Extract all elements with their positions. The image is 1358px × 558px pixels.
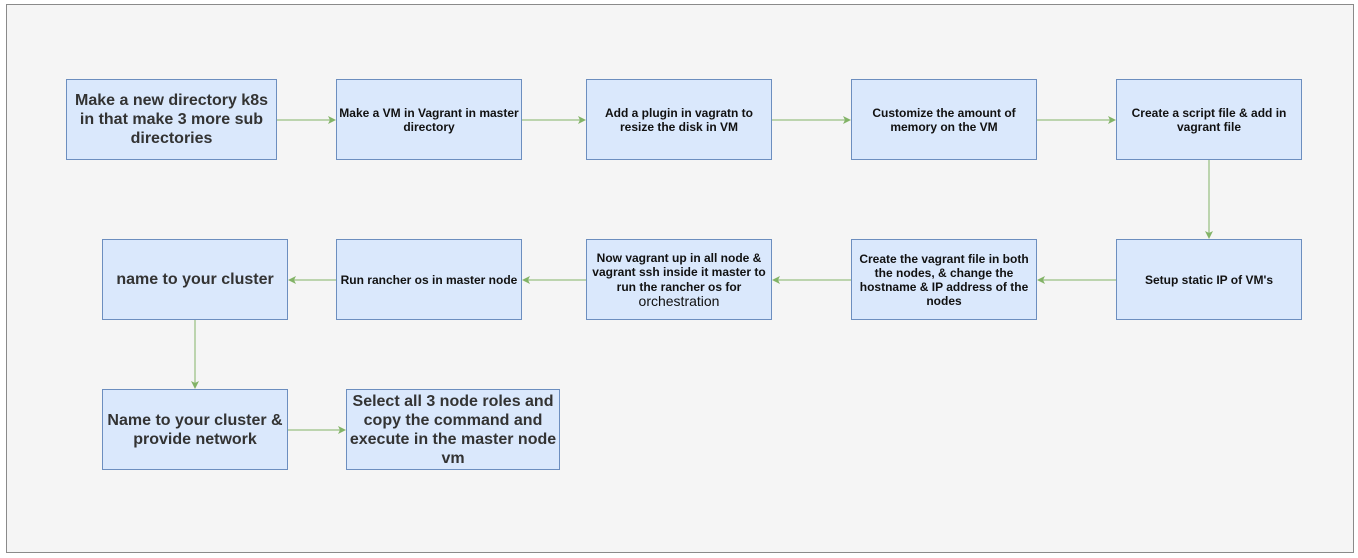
node-select-node-roles[interactable]: Select all 3 node roles and copy the com… (346, 389, 560, 470)
node-create-script-file[interactable]: Create a script file & add in vagrant fi… (1116, 79, 1302, 160)
node-run-rancher-os[interactable]: Run rancher os in master node (336, 239, 522, 320)
node-make-k8s-directory[interactable]: Make a new directory k8s in that make 3 … (66, 79, 277, 160)
node-create-vagrant-file-nodes[interactable]: Create the vagrant file in both the node… (851, 239, 1037, 320)
node-vagrant-up-all[interactable]: Now vagrant up in all node & vagrant ssh… (586, 239, 772, 320)
node-customize-memory[interactable]: Customize the amount of memory on the VM (851, 79, 1037, 160)
node-name-cluster-network[interactable]: Name to your cluster & provide network (102, 389, 288, 470)
node-setup-static-ip[interactable]: Setup static IP of VM's (1116, 239, 1302, 320)
node-make-vm-in-vagrant[interactable]: Make a VM in Vagrant in master directory (336, 79, 522, 160)
node-name-cluster[interactable]: name to your cluster (102, 239, 288, 320)
node-add-resize-plugin[interactable]: Add a plugin in vagratn to resize the di… (586, 79, 772, 160)
